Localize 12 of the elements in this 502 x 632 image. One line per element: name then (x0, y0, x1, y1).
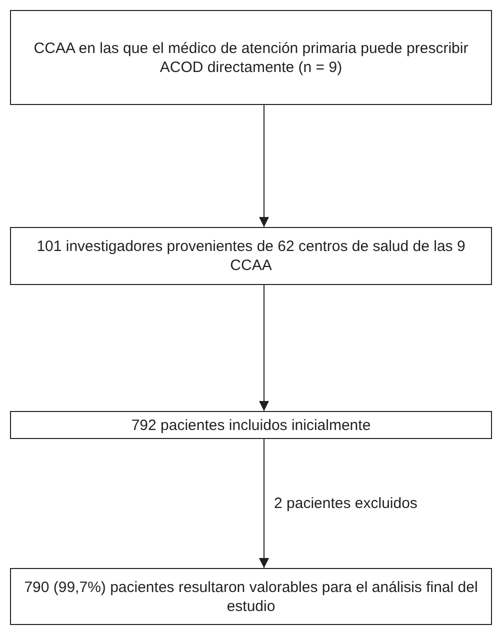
box-text: 790 (99,7%) pacientes resultaron valorables para el análisis final del estudio (23, 578, 479, 616)
edge-label: 2 pacientes excluidos (274, 494, 418, 512)
arrow (259, 284, 269, 412)
process-box (10, 10, 492, 105)
process-box (10, 568, 492, 625)
process-box (10, 227, 492, 285)
box-text: 792 pacientes incluidos inicialmente (131, 416, 371, 434)
arrow (259, 438, 269, 568)
process-box (10, 411, 492, 439)
box-text: 101 investigadores provenientes de 62 centros de salud de las 9 CCAA (36, 237, 466, 275)
arrow (259, 104, 269, 228)
box-text: CCAA en las que el médico de atención primaria puede prescribir ACOD directamente (n = 9) (32, 38, 470, 76)
